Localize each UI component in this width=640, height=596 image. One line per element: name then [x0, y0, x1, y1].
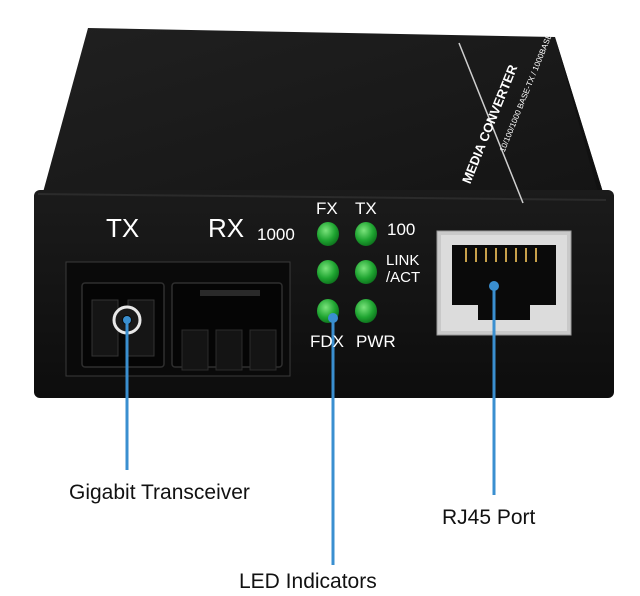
speed-100-label: 100	[387, 220, 416, 239]
led-act-label: /ACT	[386, 269, 421, 286]
led-fdx-label: FDX	[310, 332, 344, 351]
rj45-port	[436, 230, 572, 336]
led-indicator-group	[317, 222, 377, 323]
led-tx-label: TX	[355, 199, 377, 218]
callout-rj45: RJ45 Port	[442, 506, 536, 529]
sc-fiber-transceiver	[65, 261, 291, 377]
led-pwr	[355, 299, 377, 323]
led-pwr-label: PWR	[356, 332, 396, 351]
led-fx	[317, 222, 339, 246]
led-link-act	[355, 260, 377, 284]
top-label-stripe	[458, 42, 524, 204]
led-link-fiber	[317, 260, 339, 284]
led-tx	[355, 222, 377, 246]
speed-1000-label: 1000	[257, 225, 295, 244]
led-link-label: LINK	[386, 252, 420, 269]
led-fx-label: FX	[316, 199, 338, 218]
callout-lines	[123, 281, 499, 565]
callout-transceiver: Gigabit Transceiver	[69, 481, 250, 504]
device-top	[42, 28, 606, 202]
port-rx-label: RX	[208, 213, 245, 243]
port-tx-label: TX	[106, 213, 140, 243]
callout-leds: LED Indicators	[239, 570, 377, 593]
